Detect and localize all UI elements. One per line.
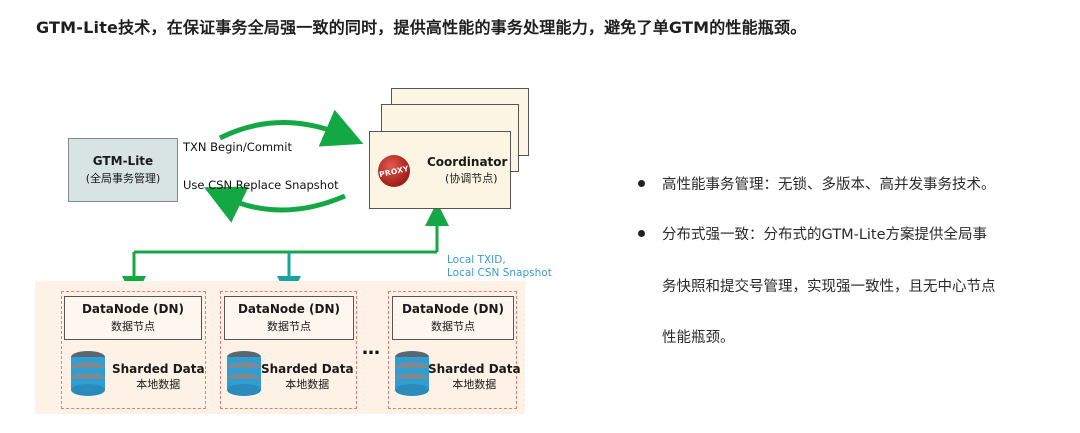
headline-text: GTM-Lite技术，在保证事务全局强一致的同时，提供高性能的事务处理能力，避免… [36,18,807,37]
csn-snapshot-label: Use CSN Replace Snapshot [183,178,339,192]
sharded-data-title: Sharded Data [112,362,205,376]
datanode-subtitle: 数据节点 [267,320,311,333]
bullet-dot-2 [638,230,645,237]
datanode-subtitle: 数据节点 [431,320,475,333]
sharded-data-subtitle: 本地数据 [452,378,497,391]
sharded-data-label-1: Sharded Data 本地数据 [112,362,205,392]
begin-commit-arc [218,109,364,147]
sharded-data-subtitle: 本地数据 [136,378,181,391]
sharded-data-label-3: Sharded Data 本地数据 [428,362,521,392]
database-icon [71,351,105,396]
datanode-group-1 [61,291,206,409]
bullet-2-line-1: 分布式强一致：分布式的GTM-Lite方案提供全局事 [662,227,988,243]
local-txid-line-1: Local TXID, [447,254,506,266]
gtm-lite-node: GTM-Lite (全局事务管理) [68,138,178,202]
datanode-title: DataNode (DN) [401,302,505,316]
csn-snapshot-arc [203,186,346,223]
coordinator-subtitle: (协调节点) [445,172,498,185]
sharded-data-title: Sharded Data [261,362,354,376]
coordinator-title: Coordinator [427,155,508,169]
datanode-box-3: DataNode (DN) 数据节点 [392,296,514,340]
datanode-title: DataNode (DN) [81,302,185,316]
database-icon [395,351,429,396]
bullet-1-line-1: 高性能事务管理：无锁、多版本、高并发事务技术。 [662,177,996,193]
proxy-badge-text: PROXY [378,163,410,179]
sharded-data-subtitle: 本地数据 [285,378,330,391]
local-txid-line-2: Local CSN Snapshot [447,267,552,279]
bullet-2-line-3: 性能瓶颈。 [662,330,735,346]
local-txid-label: Local TXID, Local CSN Snapshot [447,254,552,280]
proxy-icon: PROXY [378,155,410,187]
begin-commit-label: TXN Begin/Commit [183,140,292,154]
more-nodes-ellipsis: … [362,338,380,359]
datanode-title: DataNode (DN) [237,302,341,316]
datanode-box-1: DataNode (DN) 数据节点 [64,296,202,340]
sharded-data-title: Sharded Data [428,362,521,376]
datanode-subtitle: 数据节点 [111,320,155,333]
datanode-group-3 [388,291,517,409]
gtm-title: GTM-Lite [92,154,154,168]
bullet-dot-1 [638,180,645,187]
datanode-group-2 [220,291,357,409]
database-icon [227,351,261,396]
bullet-2-line-2: 务快照和提交号管理，实现强一致性，且无中心节点 [662,279,996,295]
sharded-data-label-2: Sharded Data 本地数据 [261,362,354,392]
gtm-subtitle: (全局事务管理) [85,172,161,185]
datanode-box-2: DataNode (DN) 数据节点 [224,296,354,340]
